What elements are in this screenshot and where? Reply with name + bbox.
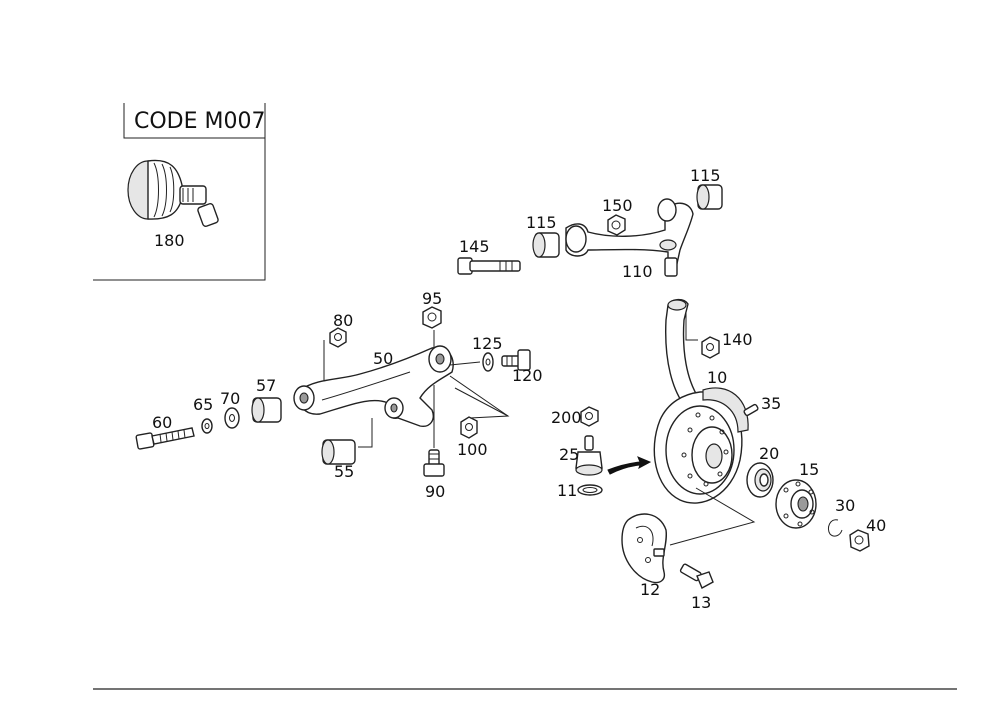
assembly-arrow: [607, 456, 652, 475]
bushing-115-right-part: [696, 184, 723, 210]
callout-65: 65: [193, 395, 213, 414]
dust-shield-12-part: [621, 513, 668, 584]
bolt-13-part: [679, 563, 714, 589]
bushing-57-part: [251, 397, 282, 423]
bearing-20-part: [746, 462, 774, 498]
bolt-60-part: [135, 427, 195, 450]
nut-100-part: [460, 416, 478, 439]
nut-80-part: [329, 327, 347, 348]
callout-150: 150: [602, 196, 633, 215]
lower-arm-50-part: [293, 345, 454, 427]
callout-110: 110: [622, 262, 653, 281]
upper-control-arm-group: 145 115 110 150 115: [457, 166, 723, 281]
cv-joint-180-part: [127, 159, 219, 227]
bolt-145-part: [457, 257, 521, 275]
pin-35-part: [743, 403, 759, 417]
bushing-115-left-part: [532, 232, 560, 258]
upper-arm-110-part: [565, 198, 694, 277]
code-box-title: CODE M007: [134, 109, 265, 134]
washer-70-part: [224, 407, 240, 429]
callout-50: 50: [373, 349, 393, 368]
hub-15-part: [775, 479, 817, 529]
callout-25: 25: [559, 445, 579, 464]
callout-145: 145: [459, 237, 490, 256]
callout-70: 70: [220, 389, 240, 408]
callout-90: 90: [425, 482, 445, 501]
callout-125: 125: [472, 334, 503, 353]
bolt-120-part: [501, 349, 531, 371]
callout-180: 180: [154, 231, 185, 250]
callout-35: 35: [761, 394, 781, 413]
nut-150-part: [607, 214, 626, 236]
callout-115-right: 115: [690, 166, 721, 185]
washer-125-part: [482, 352, 494, 372]
washer-65-part: [201, 418, 213, 434]
callout-57: 57: [256, 376, 276, 395]
nut-140-part: [701, 336, 720, 359]
nut-95-part: [422, 306, 442, 329]
lower-control-arm-group: 95 80 50 125: [135, 289, 543, 501]
callout-120: 120: [512, 366, 543, 385]
callout-40: 40: [866, 516, 886, 535]
callout-20: 20: [759, 444, 779, 463]
nut-40-part: [849, 529, 870, 552]
callout-15: 15: [799, 460, 819, 479]
callout-115-left: 115: [526, 213, 557, 232]
bolt-90-part: [423, 449, 445, 477]
callout-100: 100: [457, 440, 488, 459]
brake-shield-10-part: [653, 387, 749, 504]
callout-12: 12: [640, 580, 660, 599]
snap-ring-30-part: [827, 519, 843, 537]
knuckle-hub-group: 140 10 35 200: [551, 298, 886, 612]
callout-13: 13: [691, 593, 711, 612]
nut-200-part: [580, 406, 599, 427]
callout-11: 11: [557, 481, 577, 500]
code-m007-inset: CODE M007 180: [93, 103, 266, 281]
callout-30: 30: [835, 496, 855, 515]
callout-95: 95: [422, 289, 442, 308]
callout-60: 60: [152, 413, 172, 432]
callout-80: 80: [333, 311, 353, 330]
callout-10: 10: [707, 368, 727, 387]
bushing-55-part: [321, 439, 356, 465]
callout-55: 55: [334, 462, 354, 481]
knuckle-10-part: [664, 298, 701, 411]
circlip-11-part: [577, 484, 603, 496]
callout-200: 200: [551, 408, 582, 427]
callout-140: 140: [722, 330, 753, 349]
ball-joint-25-part: [575, 435, 603, 476]
